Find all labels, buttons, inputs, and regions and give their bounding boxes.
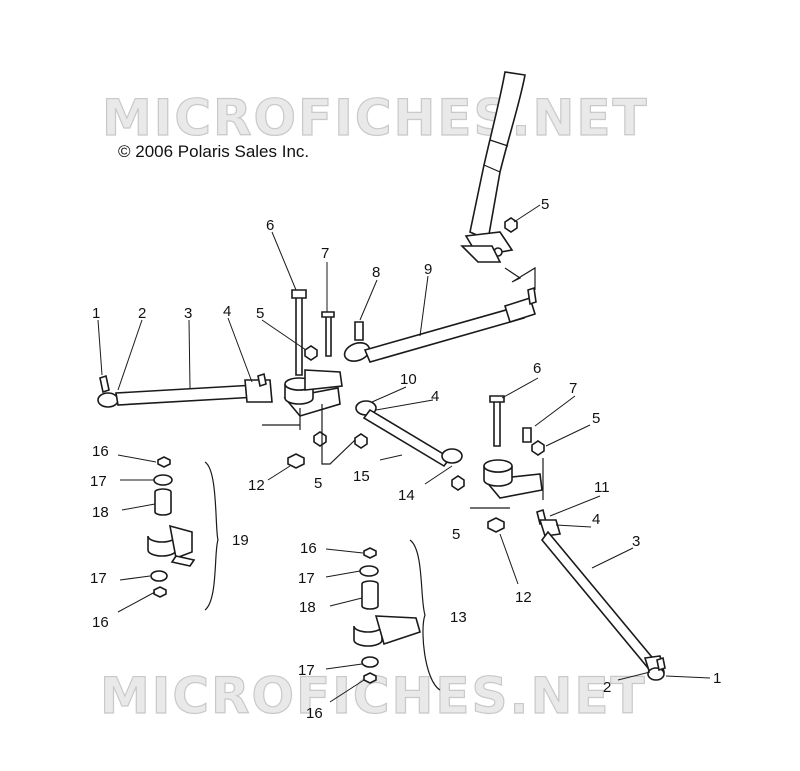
center-link [354, 400, 465, 491]
callout-13: 13 [450, 609, 467, 626]
tie-rod-left [97, 372, 273, 408]
nut-icon [504, 217, 518, 233]
callout-1b: 1 [713, 670, 721, 687]
callout-6b: 6 [533, 360, 541, 377]
callout-18b: 18 [299, 599, 316, 616]
callout-5c: 5 [592, 410, 600, 427]
callout-5b: 5 [314, 475, 322, 492]
callout-3: 3 [184, 305, 192, 322]
callout-18: 18 [92, 504, 109, 521]
callout-6: 6 [266, 217, 274, 234]
callout-10: 10 [400, 371, 417, 388]
callout-14: 14 [398, 487, 415, 504]
callout-2b: 2 [603, 679, 611, 696]
callout-17d: 17 [298, 662, 315, 679]
callout-4: 4 [223, 303, 231, 320]
callout-2: 2 [138, 305, 146, 322]
callout-8: 8 [372, 264, 380, 281]
callout-9: 9 [424, 261, 432, 278]
callout-3b: 3 [632, 533, 640, 550]
callout-5-top: 5 [541, 196, 549, 213]
callout-7b: 7 [569, 380, 577, 397]
callout-1: 1 [92, 305, 100, 322]
copyright-text: © 2006 Polaris Sales Inc. [118, 142, 309, 161]
callout-7: 7 [321, 245, 329, 262]
exploded-group-13 [353, 539, 441, 691]
callout-16d: 16 [306, 705, 323, 722]
callout-4b: 4 [431, 388, 439, 405]
tie-rod-right [536, 508, 666, 681]
drag-link [343, 286, 537, 363]
callout-5d: 5 [452, 526, 460, 543]
callout-17: 17 [90, 473, 107, 490]
callout-12: 12 [248, 477, 265, 494]
callout-16b: 16 [92, 614, 109, 631]
exploded-group-19 [147, 456, 219, 611]
callout-4c: 4 [592, 511, 600, 528]
callout-17b: 17 [90, 570, 107, 587]
callout-16c: 16 [300, 540, 317, 557]
callout-labels: 1 2 3 4 5 6 7 8 9 10 4 12 5 15 5 6 7 5 1… [90, 196, 721, 722]
callout-11: 11 [594, 479, 610, 496]
callout-16: 16 [92, 443, 109, 460]
bellcrank-right [470, 395, 545, 533]
leader-lines [97, 204, 711, 703]
callout-5: 5 [256, 305, 264, 322]
bellcrank-left [262, 289, 364, 469]
callout-17c: 17 [298, 570, 315, 587]
callout-12b: 12 [515, 589, 532, 606]
callout-19: 19 [232, 532, 249, 549]
steering-column [460, 71, 536, 290]
watermark-top: MICROFICHES.NET [102, 89, 649, 147]
callout-15: 15 [353, 468, 370, 485]
